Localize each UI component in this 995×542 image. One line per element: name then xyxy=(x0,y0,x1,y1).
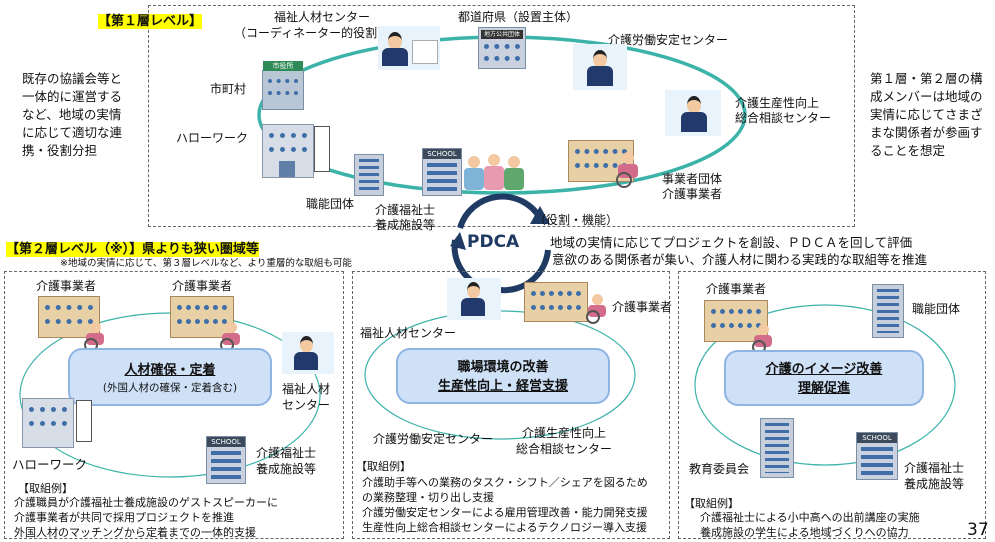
box3-title-1: 介護のイメージ改善 xyxy=(765,362,883,377)
person-desk-fukushi-icon xyxy=(378,26,440,70)
hellowork-sign-icon xyxy=(314,126,330,172)
box3-title-2: 理解促進 xyxy=(797,381,850,396)
box3-yosei-1: 介護福祉士 xyxy=(904,461,965,475)
box1-fukushi-2: センター xyxy=(281,398,330,412)
school-b1-icon: SCHOOL xyxy=(206,436,246,484)
page-number: 37 xyxy=(967,520,989,540)
l1-yosei-2: 養成施設等 xyxy=(374,218,435,232)
care-facility-b1b-icon xyxy=(170,296,234,338)
tall-building-kyoiku-icon xyxy=(760,418,794,478)
box3-example-2: 養成施設の学生による地域づくりへの協力 xyxy=(700,526,909,539)
pdca-label: PDCA xyxy=(467,232,520,252)
l1-seisansei-2: 総合相談センター xyxy=(735,111,832,125)
l1-yakuwari: （役割・機能） xyxy=(534,213,619,227)
box1-example-1: 介護職員が介護福祉士養成施設のゲストスピーカーに xyxy=(14,496,278,509)
box2-seisansei-2: 総合相談センター xyxy=(515,442,612,456)
level1-title: 【第１層レベル】 xyxy=(98,14,203,29)
box3-shokuno: 職能団体 xyxy=(912,302,961,316)
box2-seisansei-1: 介護生産性向上 xyxy=(521,426,606,440)
level1-left-note: 既存の協議会等と 一体的に運営する など、地域の実情 に応じて適切な連 携・役割… xyxy=(22,71,123,158)
box1-title: 人材確保・定着 xyxy=(124,363,216,378)
box3-kyoiku: 教育委員会 xyxy=(689,462,750,476)
care-facility-b2-icon xyxy=(524,282,588,322)
l1-shokuno: 職能団体 xyxy=(306,197,355,211)
box3-example-label: 【取組例】 xyxy=(684,497,739,510)
level1-frame xyxy=(148,5,855,227)
wheelchair-person-b2-icon xyxy=(584,294,610,324)
prefecture-office-icon: 地方公共団体 xyxy=(478,27,526,69)
box1-jigyosha-b: 介護事業者 xyxy=(172,279,233,293)
care-facility-b3-icon xyxy=(704,300,768,342)
l1-coordinator: （コーディネーター的役割） xyxy=(234,26,390,40)
box2-example-3: 介護労働安定センターによる雇用管理改善・能力開発支援 xyxy=(362,506,648,519)
box2-example-label: 【取組例】 xyxy=(356,460,411,473)
pdca-line1: 地域の実情に応じてプロジェクトを創設、ＰＤＣＡを回して評価 xyxy=(550,235,913,250)
school-l1-icon: SCHOOL xyxy=(422,148,462,196)
box1-frame xyxy=(4,271,344,539)
hellowork-building-icon xyxy=(262,124,314,178)
pdca-line2: 意欲のある関係者が集い、介護人材に関わる実践的な取組等を推進 xyxy=(552,252,928,267)
box2-example-2: の業務整理・切り出し支援 xyxy=(362,491,494,504)
box1-topic-box: 人材確保・定着 (外国人材の確保・定着含む) xyxy=(68,348,272,406)
box2-rodo: 介護労働安定センター xyxy=(373,432,494,446)
tall-building-b3-icon xyxy=(872,284,904,338)
box2-jigyosha: 介護事業者 xyxy=(612,300,673,314)
box1-example-label: 【取組例】 xyxy=(18,482,73,495)
tall-building-shokuno-icon xyxy=(354,154,384,196)
level2-title: 【第２層レベル（※）】県よりも狭い圏域等 xyxy=(6,242,259,257)
box3-topic-box: 介護のイメージ改善 理解促進 xyxy=(724,350,924,406)
l1-seisansei-1: 介護生産性向上 xyxy=(735,96,820,110)
person-desk-b1-icon xyxy=(282,332,334,374)
box1-subtitle: (外国人材の確保・定着含む) xyxy=(102,382,238,394)
box2-frame xyxy=(352,271,670,539)
box3-example-1: 介護福祉士による小中高への出前講座の実施 xyxy=(700,511,920,524)
box2-title-2: 生産性向上・経営支援 xyxy=(437,379,568,394)
box3-yosei-2: 養成施設等 xyxy=(904,477,965,491)
box3-ellipse xyxy=(694,304,956,466)
box2-example-1: 介護助手等への業務のタスク・シフト／シェアを図るため xyxy=(362,476,648,489)
box1-yosei-1: 介護福祉士 xyxy=(256,446,317,460)
hellowork-b1-icon xyxy=(22,398,74,448)
l1-yosei-1: 介護福祉士 xyxy=(374,203,435,217)
l1-prefecture: 都道府県（設置主体） xyxy=(458,10,579,24)
level1-right-note: 第１層・第２層の構 成メンバーは地域の 実情に応じてさまざ まな関係者が参画す … xyxy=(870,71,983,158)
person-desk-b2-icon xyxy=(447,278,501,320)
l1-kaigo-jigyosha: 介護事業者 xyxy=(662,187,723,201)
box3-jigyosha: 介護事業者 xyxy=(706,282,767,296)
box2-topic-box: 職場環境の改善 生産性向上・経営支援 xyxy=(396,348,610,404)
l1-shichoson: 市町村 xyxy=(210,82,247,96)
care-facility-b1a-icon xyxy=(38,296,100,338)
box1-example-3: 外国人材のマッチングから定着までの一体的支援 xyxy=(14,526,256,539)
box1-example-2: 介護事業者が共同で採用プロジェクトを推進 xyxy=(14,511,234,524)
l1-jigyosha-dantai: 事業者団体 xyxy=(662,172,723,186)
school-b3-icon: SCHOOL xyxy=(856,432,898,480)
box1-jigyosha-a: 介護事業者 xyxy=(36,279,97,293)
hellowork-b1-sign-icon xyxy=(76,400,92,442)
level2-note: ※地域の実情に応じて、第３層レベルなど、より重層的な取組も可能 xyxy=(60,258,352,269)
box1-fukushi-1: 福祉人材 xyxy=(281,382,330,396)
wheelchair-person-l1-icon xyxy=(614,152,644,188)
box2-title-1: 職場環境の改善 xyxy=(457,360,549,375)
box1-hellowork: ハローワーク xyxy=(12,457,88,472)
l1-kaigo-rodo: 介護労働安定センター xyxy=(608,33,729,47)
box3-frame xyxy=(678,271,986,539)
person-desk-seisansei-icon xyxy=(665,90,721,136)
city-hall-icon: 市役所 xyxy=(262,61,304,110)
person-desk-rodo-icon xyxy=(573,44,627,90)
box1-yosei-2: 養成施設等 xyxy=(256,462,317,476)
box2-fukushi: 福祉人材センター xyxy=(360,326,457,340)
l1-fukushi-center: 福祉人材センター xyxy=(273,10,370,24)
l1-hellowork: ハローワーク xyxy=(176,131,249,145)
box2-example-4: 生産性向上総合相談センターによるテクノロジー導入支援 xyxy=(362,521,648,534)
care-group-people-icon xyxy=(462,152,530,196)
